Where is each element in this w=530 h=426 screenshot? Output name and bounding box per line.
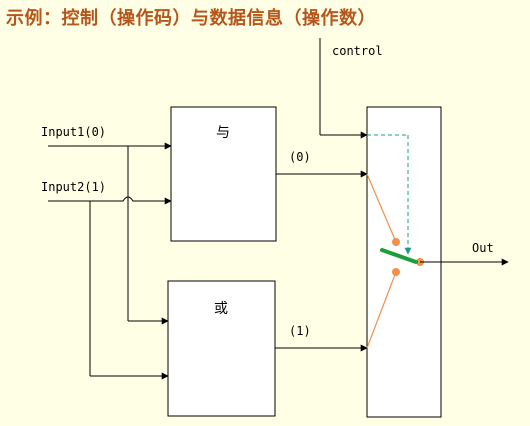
page-title: 示例：控制（操作码）与数据信息（操作数）: [6, 8, 376, 29]
control-label: control: [332, 44, 383, 58]
switch-lever: [380, 248, 418, 264]
and-block-label: 与: [216, 125, 230, 141]
or-block: [167, 280, 276, 417]
contact-0-node: [392, 238, 400, 246]
switch-contacts: [366, 173, 397, 349]
contact-1-node: [392, 268, 400, 276]
control-dashed-path: [367, 134, 412, 255]
or-block-label: 或: [214, 301, 228, 317]
control-wire: [319, 38, 368, 139]
input1-wire: [48, 142, 172, 325]
input2-label: Input2(1): [41, 180, 106, 194]
input2-wire: [48, 196, 172, 380]
input1-label: Input1(0): [41, 125, 106, 139]
or-output-label: (1): [289, 324, 311, 338]
output-label: Out: [472, 241, 494, 255]
and-output-label: (0): [289, 150, 311, 164]
